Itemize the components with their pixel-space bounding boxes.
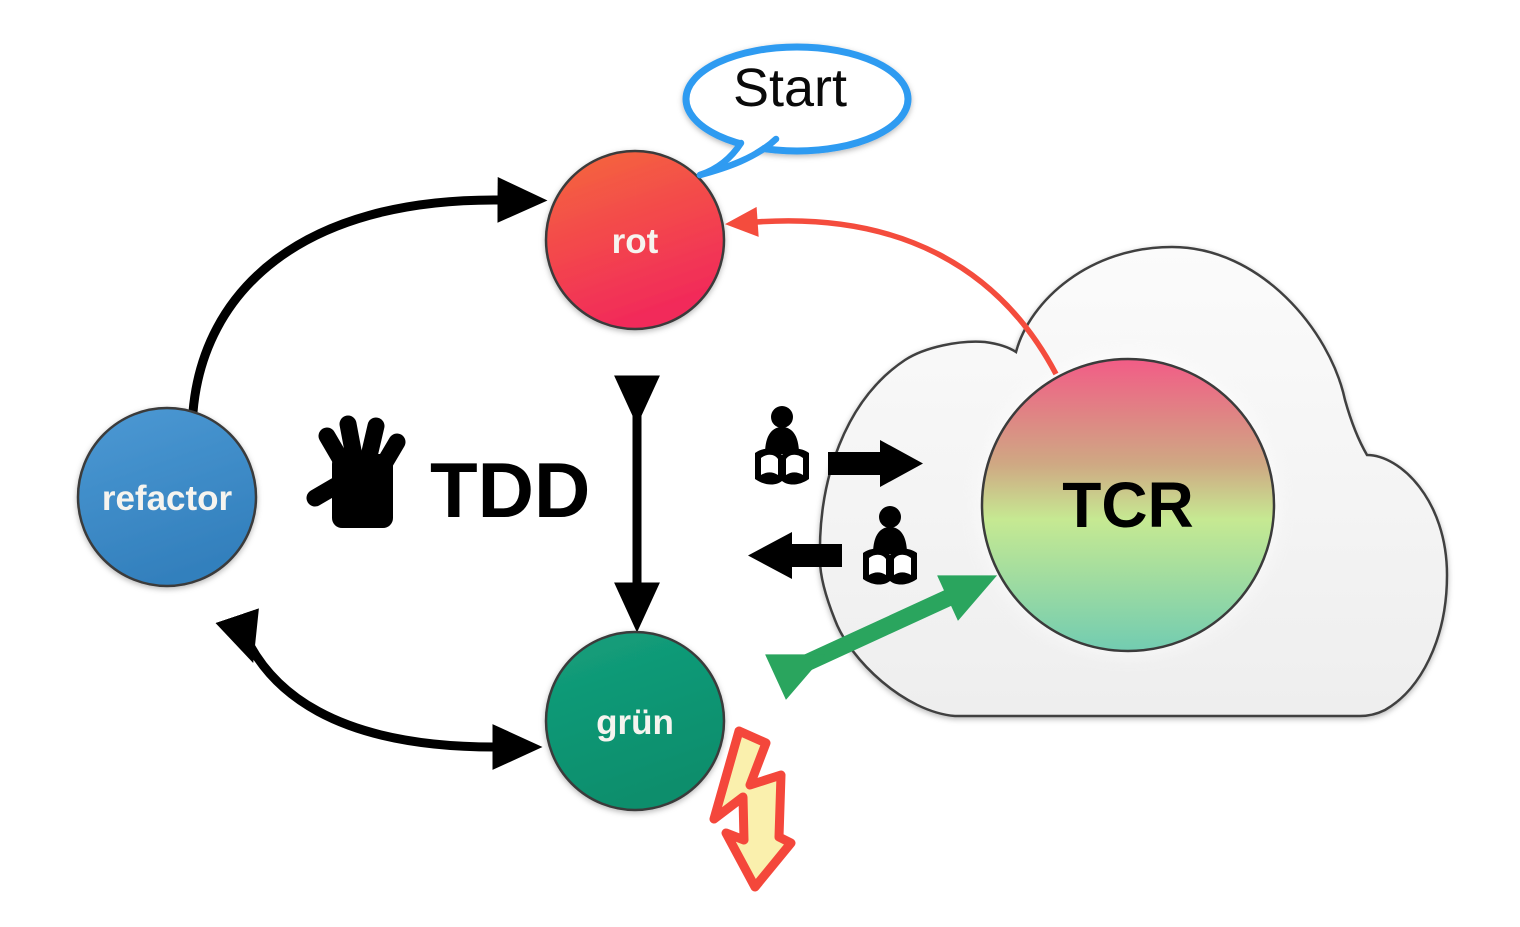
- hand-icon: [306, 415, 406, 528]
- tcr-label: TCR: [1062, 469, 1194, 541]
- gruen-label: grün: [596, 703, 674, 742]
- lightning-arrow-icon: [709, 726, 796, 892]
- refactor-to-rot-arc: [188, 177, 548, 413]
- rot-label: rot: [612, 222, 659, 261]
- node-tcr: TCR: [980, 357, 1276, 653]
- gruen-tcr-double-arrow: [765, 575, 998, 700]
- arrow-left-icon: [748, 532, 842, 579]
- node-gruen: grün: [544, 630, 726, 812]
- refactor-gruen-arc: [215, 608, 543, 770]
- sync-right-group: [755, 406, 923, 487]
- start-label: Start: [733, 58, 847, 118]
- person-reading-icon-top: [755, 406, 809, 485]
- arrow-right-icon: [828, 440, 923, 487]
- node-refactor: refactor: [76, 406, 258, 588]
- tdd-label: TDD: [430, 446, 590, 534]
- speech-bubble: Start: [682, 43, 912, 179]
- tdd-cycle-arrows: [188, 177, 660, 770]
- sync-left-group: [748, 506, 917, 585]
- node-rot: rot: [544, 149, 726, 331]
- tcr-to-rot-arrow: [724, 206, 1059, 376]
- refactor-label: refactor: [102, 479, 233, 518]
